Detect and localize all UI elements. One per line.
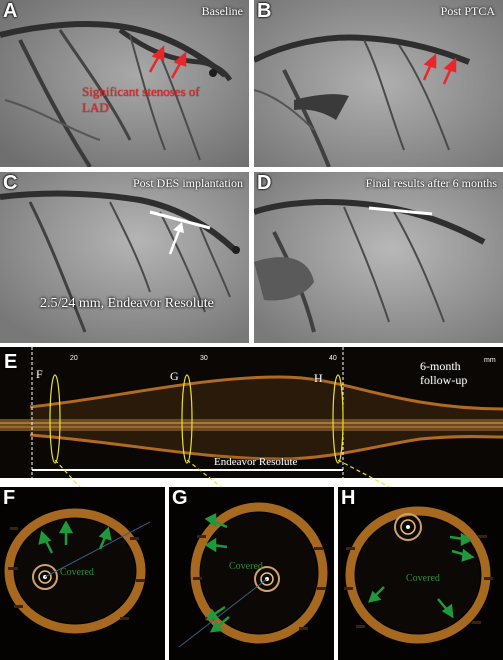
stenosis-label: Significant stenoses of LAD bbox=[82, 84, 200, 115]
stent-marker-line bbox=[368, 206, 433, 216]
covered-label: Covered bbox=[406, 573, 440, 584]
oct-image-f bbox=[0, 487, 165, 660]
panel-letter: H bbox=[341, 487, 356, 509]
angiogram-image-a bbox=[0, 0, 249, 167]
covered-label: Covered bbox=[60, 567, 94, 578]
angiogram-panel-c: C Post DES implantation 2.5/24 mm, Endea… bbox=[0, 172, 249, 343]
panel-letter: F bbox=[3, 487, 16, 509]
oct-longitudinal-image bbox=[0, 347, 503, 478]
panel-caption: Post PTCA bbox=[440, 4, 495, 18]
angiogram-panel-d: D Final results after 6 months bbox=[254, 172, 503, 343]
stent-size-label: 2.5/24 mm, Endeavor Resolute bbox=[40, 296, 214, 311]
angiogram-image-d bbox=[254, 172, 503, 343]
panel-caption: Final results after 6 months bbox=[365, 176, 497, 190]
angiogram-image-b bbox=[254, 0, 503, 167]
panel-letter: D bbox=[257, 172, 272, 194]
oct-cross-section-h: H Covered bbox=[338, 487, 503, 660]
marker-label-g: G bbox=[170, 369, 179, 383]
panel-letter: B bbox=[257, 0, 272, 22]
covered-label: Covered bbox=[229, 561, 263, 572]
panel-letter: G bbox=[172, 487, 188, 509]
panel-letter: E bbox=[4, 351, 18, 373]
angiogram-image-c bbox=[0, 172, 249, 343]
panel-caption: Post DES implantation bbox=[132, 176, 243, 190]
oct-cross-section-f: F Covered bbox=[0, 487, 165, 660]
panel-letter: C bbox=[3, 172, 18, 194]
stent-name-label: Endeavor Resolute bbox=[214, 456, 298, 468]
oct-image-g bbox=[169, 487, 334, 660]
oct-image-h bbox=[338, 487, 503, 660]
panel-caption: Baseline bbox=[201, 4, 243, 18]
scale-unit: mm bbox=[484, 357, 496, 364]
marker-label-h: H bbox=[314, 371, 323, 385]
scale-tick: 30 bbox=[200, 355, 208, 362]
scale-tick: 20 bbox=[70, 355, 78, 362]
follow-up-label: 6-month follow-up bbox=[420, 359, 468, 387]
angiogram-panel-a: A Baseline Significant stenoses of LAD bbox=[0, 0, 249, 167]
stent-indicator bbox=[149, 210, 211, 255]
panel-letter: A bbox=[3, 0, 18, 22]
scale-tick: 40 bbox=[329, 355, 337, 362]
oct-cross-section-g: G Covered bbox=[169, 487, 334, 660]
angiogram-panel-b: B Post PTCA bbox=[254, 0, 503, 167]
ptca-arrows bbox=[422, 53, 457, 85]
marker-label-f: F bbox=[36, 367, 43, 381]
oct-longitudinal-panel-e: E 20 30 40 mm 6-month follow-up F G H En… bbox=[0, 347, 503, 478]
stenosis-arrows bbox=[148, 45, 187, 79]
